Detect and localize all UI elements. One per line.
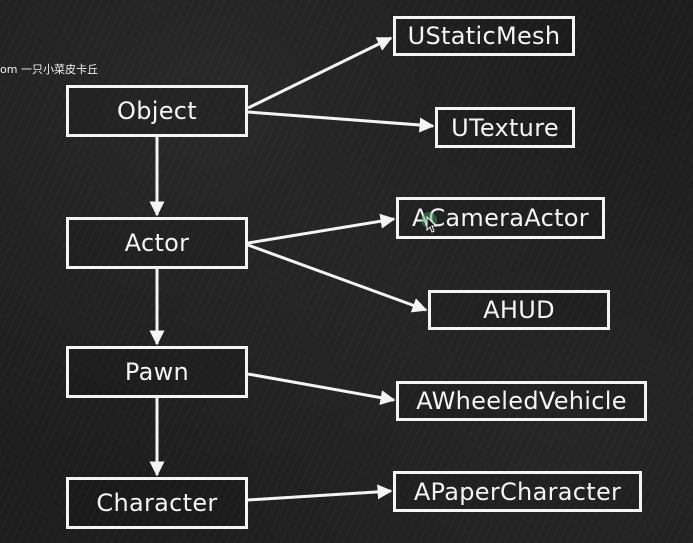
node-ustaticmesh: UStaticMesh [393,16,575,56]
node-actor: Actor [66,217,248,269]
node-object: Object [66,85,248,137]
edge-character-to-apapercharacter [247,484,393,502]
node-ahud: AHUD [428,290,610,330]
node-utexture: UTexture [435,107,575,148]
edge-actor-to-ahud [247,243,428,313]
node-character: Character [66,477,248,529]
node-awheeledvehicle: AWheeledVehicle [396,381,647,421]
edge-actor-to-acameraactor [247,213,396,245]
edge-object-to-utexture [247,110,435,133]
edge-pawn-to-awheeledvehicle [247,372,396,406]
mouse-cursor-icon [421,212,438,233]
node-pawn: Pawn [66,346,248,398]
watermark-text: om 一只小菜皮卡丘 [0,63,98,76]
node-apapercharacter: APaperCharacter [393,471,642,512]
node-acameraactor: ACameraActor [396,197,605,239]
edge-object-to-ustaticmesh [247,36,393,110]
